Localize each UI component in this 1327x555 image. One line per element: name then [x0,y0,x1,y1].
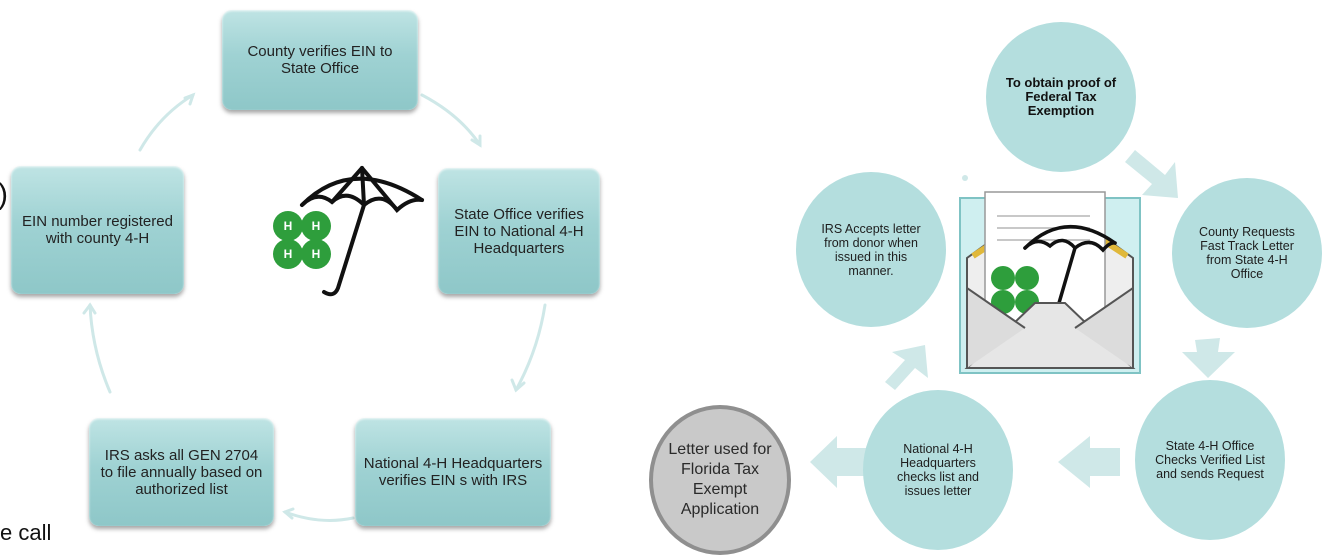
edge-fragment: ) [0,180,8,210]
svg-text:H: H [312,219,321,233]
box-label: National 4-H Headquarters verifies EIN s… [363,455,543,489]
step-label: IRS Accepts letter from donor when issue… [821,221,921,278]
result-label: Letter used for Florida Tax Exempt Appli… [668,441,772,518]
step-circle-state-office-checks: State 4-H Office Checks Verified List an… [1135,380,1285,540]
cycle-box-national-headquarters-verifies: National 4-H Headquarters verifies EIN s… [355,418,551,526]
envelope-icon [959,191,1141,374]
arrow-box1-to-box2 [420,93,482,147]
svg-text:H: H [312,247,321,261]
svg-text:H: H [284,247,293,261]
cycle-box-irs-asks: IRS asks all GEN 2704 to file annually b… [89,418,274,526]
box-label: EIN number registered with county 4-H [22,213,173,247]
step-circle-irs-accepts: IRS Accepts letter from donor when issue… [796,172,946,327]
arrow-box2-to-box3 [514,303,547,392]
arrow-box5-to-box1 [138,93,195,152]
arrow-box3-to-box4 [283,510,355,522]
cycle-box-state-office-verifies: State Office verifies EIN to National 4-… [438,168,600,294]
right-cycle-arrows [810,150,1235,488]
box-label: IRS asks all GEN 2704 to file annually b… [100,446,263,498]
arrow-state-to-national [1058,436,1120,488]
cycle-box-ein-registered: EIN number registered with county 4-H [11,166,184,294]
cycle-box-county-verifies: County verifies EIN to State Office [222,10,418,110]
box-label: State Office verifies EIN to National 4-… [454,205,584,257]
umbrella-icon [300,166,424,297]
step-label: National 4-H Headquarters checks list an… [897,442,979,498]
step-circle-county-requests: County Requests Fast Track Letter from S… [1172,178,1322,328]
box-label: County verifies EIN to State Office [247,43,393,77]
step-label: State 4-H Office Checks Verified List an… [1155,439,1265,481]
center-title-circle: To obtain proof of Federal Tax Exemption [986,22,1136,172]
dot-marker [962,175,968,181]
step-label: County Requests Fast Track Letter from S… [1199,225,1295,281]
arrow-national-to-result [810,436,867,488]
center-title-label: To obtain proof of Federal Tax Exemption [1005,75,1117,118]
arrow-box4-to-box5 [88,303,112,394]
edge-text-fragment: e call [0,520,52,545]
arrow-county-to-state [1182,338,1235,378]
arrow-national-to-irs [885,345,928,390]
step-circle-national-issues: National 4-H Headquarters checks list an… [863,390,1013,550]
arrow-title-to-county [1125,150,1178,198]
result-circle: Letter used for Florida Tax Exempt Appli… [649,405,791,555]
svg-text:H: H [284,219,293,233]
left-cycle-arrows [82,92,547,522]
